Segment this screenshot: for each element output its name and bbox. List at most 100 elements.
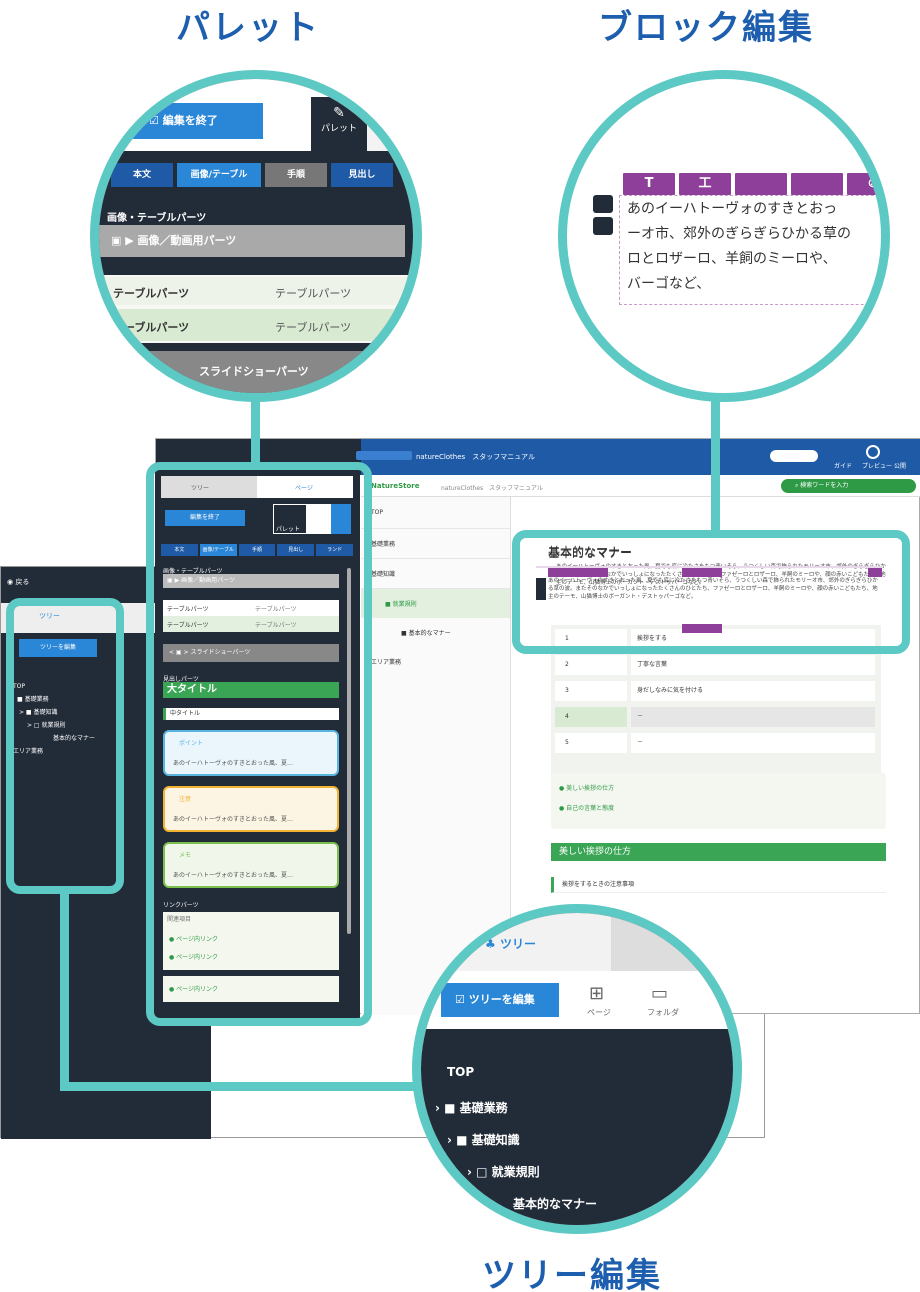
back-tree-item[interactable]: エリア業務 [13, 748, 44, 755]
step-text[interactable]: － [631, 707, 875, 727]
zoom-category-tab[interactable]: 見出し [331, 163, 393, 187]
mid-title-part[interactable]: 中タイトル [163, 708, 339, 720]
step-number: 3 [555, 681, 627, 701]
step-number: 1 [555, 629, 627, 649]
page-link[interactable]: ● ページ内リンク [169, 986, 219, 993]
block-handle[interactable] [536, 578, 546, 600]
step-text[interactable]: － [631, 733, 875, 753]
link-parts-2[interactable]: ● ページ内リンク [163, 976, 339, 1002]
zoom-tree-item[interactable]: › ■ 基礎業務 [435, 1101, 508, 1115]
highlight-block-toolbar-4[interactable] [868, 568, 882, 577]
zoom-palette-tab[interactable]: ✎ パレット [311, 97, 367, 157]
zoom-tree-item[interactable]: 基本的なマナー [513, 1197, 598, 1211]
zoom-end-edit-button[interactable]: ☑ 編集を終了 [133, 103, 263, 139]
end-edit-button[interactable]: 編集を終了 [165, 510, 245, 526]
zoom-tree-item[interactable]: › □ 就業規則 [467, 1165, 540, 1179]
highlight-page-text: あのイーハトーヴォのすきとおった風、夏でも底に冷たさをもつ青いそら、うつくしい森… [548, 578, 878, 600]
palette-tab[interactable] [273, 504, 307, 534]
back-label: 戻る [15, 578, 30, 586]
step-text[interactable]: 丁寧な言葉 [631, 655, 875, 675]
version-badge [356, 451, 412, 460]
back-button[interactable]: ◉ 戻る [7, 577, 30, 587]
page-add-icon[interactable]: ⊞ [589, 983, 605, 1004]
copy-icon[interactable] [593, 217, 613, 235]
table-parts[interactable]: テーブルパーツ テーブルパーツ テーブルパーツ テーブルパーツ [163, 600, 339, 632]
zoom-edit-tree-button[interactable]: ☑ ツリーを編集 [441, 983, 559, 1017]
highlight-block-toolbar-2[interactable] [682, 568, 722, 577]
zoom-tree-tab[interactable]: ♣ ツリー [485, 937, 536, 951]
palette-category-tab[interactable]: 見出し [277, 544, 315, 556]
page-link[interactable]: ● ページ内リンク [169, 954, 219, 961]
toggle-switch[interactable] [770, 450, 818, 462]
brand-logo: NatureStore [371, 482, 420, 490]
block-toolbar-button[interactable]: T [623, 173, 675, 195]
big-title-part[interactable]: 大タイトル [163, 682, 339, 698]
page-link[interactable]: ● ページ内リンク [169, 936, 219, 943]
heading-tree-edit: ツリー編集 [482, 1256, 662, 1292]
eye-icon[interactable] [866, 445, 880, 459]
palette-category-tab[interactable]: 本文 [161, 544, 198, 556]
highlight-block-toolbar[interactable] [548, 568, 608, 577]
link-section-label: リンクパーツ [163, 902, 199, 909]
move-handle-icon[interactable] [593, 195, 613, 213]
preview-label[interactable]: プレビュー [862, 463, 893, 470]
callout-card[interactable]: 注意あのイーハトーヴォのすきとおった風、夏… [163, 786, 339, 832]
page-tree-item[interactable]: ■ 基本的なマナー [401, 630, 451, 637]
publish-label[interactable]: 公開 [894, 463, 907, 470]
palette-category-tab[interactable]: ランド [316, 544, 353, 556]
related-box: ● 美しい挨拶の仕方 ● 自己の言葉と態度 [551, 773, 886, 829]
callout-card[interactable]: メモあのイーハトーヴォのすきとおった風、夏… [163, 842, 339, 888]
back-tree-item[interactable]: 基本的なマナー [53, 735, 96, 742]
callout-card[interactable]: ポイントあのイーハトーヴォのすきとおった風、夏… [163, 730, 339, 776]
palette-connector [251, 382, 260, 468]
related-link[interactable]: ● 美しい挨拶の仕方 [559, 785, 615, 792]
block-toolbar-button[interactable] [735, 173, 787, 195]
palette-category-tab[interactable]: 画像/テーブル [199, 544, 237, 556]
guide-label[interactable]: ガイド [834, 463, 853, 470]
slideshow-parts[interactable]: < ▣ > スライドショーパーツ [163, 644, 339, 662]
image-video-parts[interactable]: ▣ ▶ 画像／動画用パーツ [163, 574, 339, 588]
step-number: 2 [555, 655, 627, 675]
search-input[interactable]: ⌕ 検索ワードを入力 [781, 479, 916, 493]
step-text[interactable]: 挨拶をする [631, 629, 875, 649]
palette-highlight-frame [146, 462, 372, 1026]
back-tree-item[interactable]: > ■ 基礎知識 [19, 709, 58, 716]
green-heading: 美しい挨拶の仕方 [551, 843, 886, 861]
zoom-category-tab[interactable]: 手順 [265, 163, 327, 187]
back-tree-item[interactable]: TOP [13, 683, 26, 690]
block-text[interactable]: あのイーハトーヴォのすきとおっ ーオ市、郊外のぎらぎらひかる草の ロとロザーロ、… [627, 201, 851, 292]
block-toolbar-button[interactable] [791, 173, 843, 195]
back-edit-tree-button[interactable]: ツリーを編集 [19, 639, 97, 657]
zoom-category-tab[interactable]: 本文 [111, 163, 173, 187]
template-tab[interactable] [307, 504, 331, 534]
zoom-slideshow-parts[interactable]: スライドショーパーツ [199, 365, 309, 378]
back-tree-tab[interactable]: ツリー [39, 612, 60, 620]
related-link[interactable]: ● 自己の言葉と態度 [559, 805, 615, 812]
palette-zoom-circle: ☑ 編集を終了 ✎ パレット 本文画像/テーブル手順見出し 画像・テーブルパーツ… [90, 70, 422, 402]
zoom-image-video-parts[interactable]: ▣ ▶ 画像／動画用パーツ [99, 225, 405, 257]
zoom-tree-item[interactable]: TOP [447, 1065, 475, 1079]
page-tree-item[interactable]: 基礎業務 [361, 529, 510, 559]
block-toolbar-button[interactable]: 工 [679, 173, 731, 195]
page-tree-item[interactable]: TOP [361, 497, 510, 529]
page-tree-item[interactable]: ■ 就業規則 [361, 589, 510, 618]
page-tree-item[interactable]: エリア業務 [371, 659, 402, 666]
highlight-block-toolbar-3[interactable] [682, 624, 722, 633]
back-tree-item[interactable]: > □ 就業規則 [27, 722, 66, 729]
template-tab-2[interactable] [331, 504, 351, 534]
page-tree-item[interactable]: 基礎知識 [361, 559, 510, 589]
palette-page-tab[interactable]: ページ [295, 485, 313, 492]
palette-category-tabs: 本文画像/テーブル手順見出しランド [161, 544, 353, 556]
zoom-tree-item[interactable]: › ■ 基礎知識 [447, 1133, 520, 1147]
block-toolbar-button[interactable]: ⊘ [847, 173, 881, 195]
folder-add-icon[interactable]: ▭ [651, 983, 669, 1004]
palette-tree-tab[interactable]: ツリー [191, 485, 210, 492]
back-tree-item[interactable]: ■ 基礎業務 [17, 696, 49, 703]
step-text[interactable]: 身だしなみに気を付ける [631, 681, 875, 701]
link-parts[interactable]: 関連項目 ● ページ内リンク ● ページ内リンク [163, 912, 339, 970]
zoom-table-parts[interactable]: テーブルパーツ テーブルパーツ テーブルパーツ テーブルパーツ [99, 275, 413, 343]
palette-category-tab[interactable]: 手順 [238, 544, 276, 556]
palette-scrollbar[interactable] [347, 568, 351, 934]
page-title: 基本的なマナー [548, 545, 633, 559]
zoom-category-tab[interactable]: 画像/テーブル [177, 163, 261, 187]
